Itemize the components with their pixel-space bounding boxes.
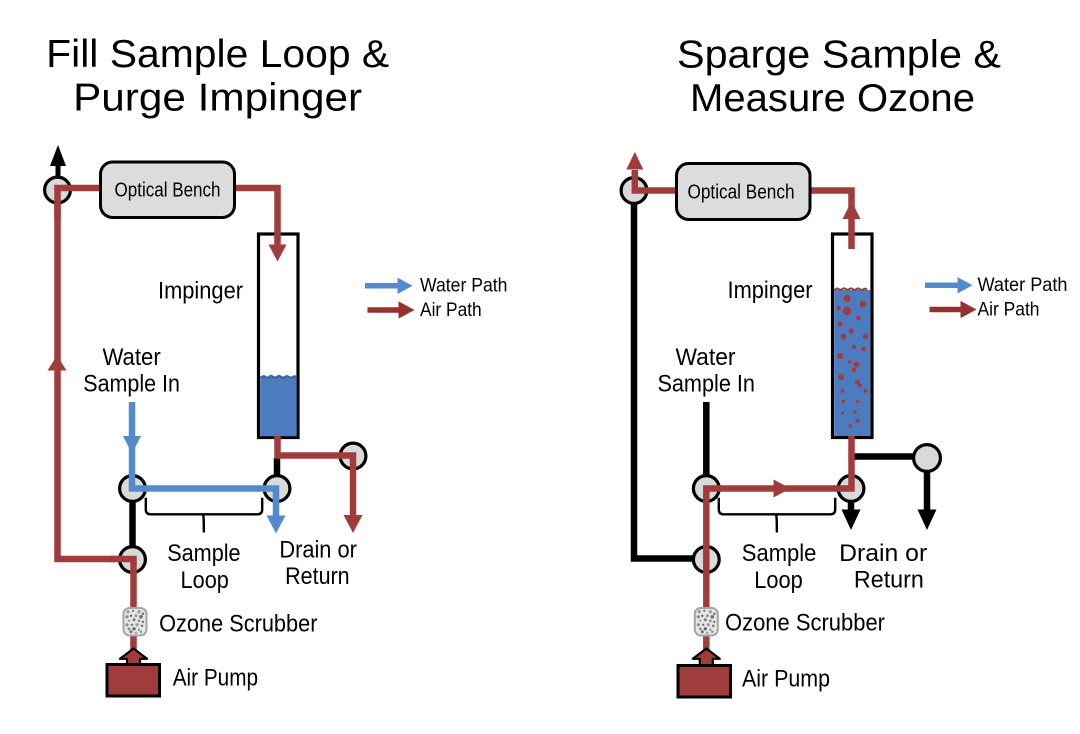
svg-text:Sample In: Sample In	[83, 371, 180, 398]
svg-text:Loop: Loop	[754, 567, 803, 594]
svg-text:Ozone Scrubber: Ozone Scrubber	[159, 611, 317, 638]
svg-text:Purge Impinger: Purge Impinger	[73, 76, 362, 119]
svg-text:Water: Water	[102, 344, 160, 371]
svg-text:Optical Bench: Optical Bench	[688, 182, 795, 204]
svg-text:Sparge Sample &: Sparge Sample &	[677, 34, 1001, 77]
svg-text:Fill Sample Loop &: Fill Sample Loop &	[46, 33, 389, 76]
svg-text:Sample: Sample	[742, 540, 817, 567]
svg-text:Sample: Sample	[167, 540, 240, 567]
svg-text:Return: Return	[854, 567, 924, 594]
svg-text:Drain or: Drain or	[839, 540, 927, 567]
svg-text:Sample In: Sample In	[657, 371, 755, 398]
svg-text:Air Path: Air Path	[978, 298, 1040, 320]
svg-text:Drain or: Drain or	[279, 537, 357, 564]
svg-text:Optical Bench: Optical Bench	[115, 180, 221, 202]
svg-text:Loop: Loop	[181, 567, 229, 594]
svg-text:Water Path: Water Path	[978, 274, 1068, 296]
svg-text:Air Path: Air Path	[420, 299, 482, 321]
svg-text:Air Pump: Air Pump	[742, 666, 830, 693]
svg-text:Impinger: Impinger	[728, 277, 813, 304]
svg-text:Measure Ozone: Measure Ozone	[690, 77, 975, 120]
svg-text:Ozone Scrubber: Ozone Scrubber	[725, 610, 885, 637]
svg-text:Air Pump: Air Pump	[173, 665, 258, 692]
svg-text:Return: Return	[285, 563, 350, 590]
svg-text:Water: Water	[676, 344, 736, 371]
svg-text:Water Path: Water Path	[420, 275, 508, 297]
svg-text:Impinger: Impinger	[158, 277, 243, 304]
